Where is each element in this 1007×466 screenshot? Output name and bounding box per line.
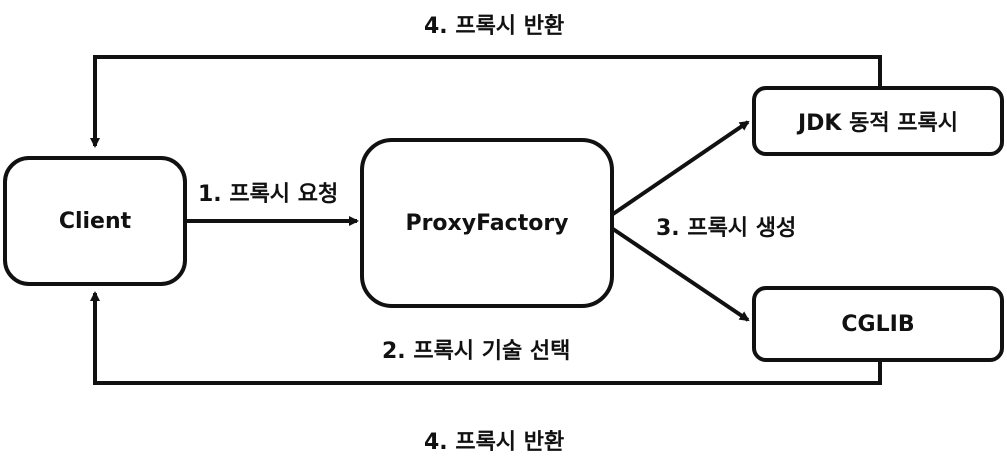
create-arrow-cglib [611, 227, 750, 322]
client-node: Client [3, 156, 187, 286]
jdk-proxy-label: JDK 동적 프록시 [797, 111, 958, 136]
proxy-factory-node: ProxyFactory [360, 138, 614, 308]
return-label-top: 4. 프록시 반환 [424, 14, 565, 39]
return-arrow-bottom [90, 291, 882, 385]
request-label: 1. 프록시 요청 [198, 182, 339, 207]
cglib-label: CGLIB [841, 311, 915, 337]
client-label: Client [58, 208, 132, 234]
return-label-bottom: 4. 프록시 반환 [424, 430, 565, 455]
create-arrow-jdk [611, 120, 750, 216]
create-label: 3. 프록시 생성 [656, 216, 797, 241]
select-label: 2. 프록시 기술 선택 [382, 339, 571, 364]
jdk-proxy-node: JDK 동적 프록시 [752, 86, 1004, 156]
cglib-node: CGLIB [752, 286, 1004, 362]
return-arrow-top [90, 55, 882, 148]
proxy-factory-label: ProxyFactory [405, 210, 569, 236]
